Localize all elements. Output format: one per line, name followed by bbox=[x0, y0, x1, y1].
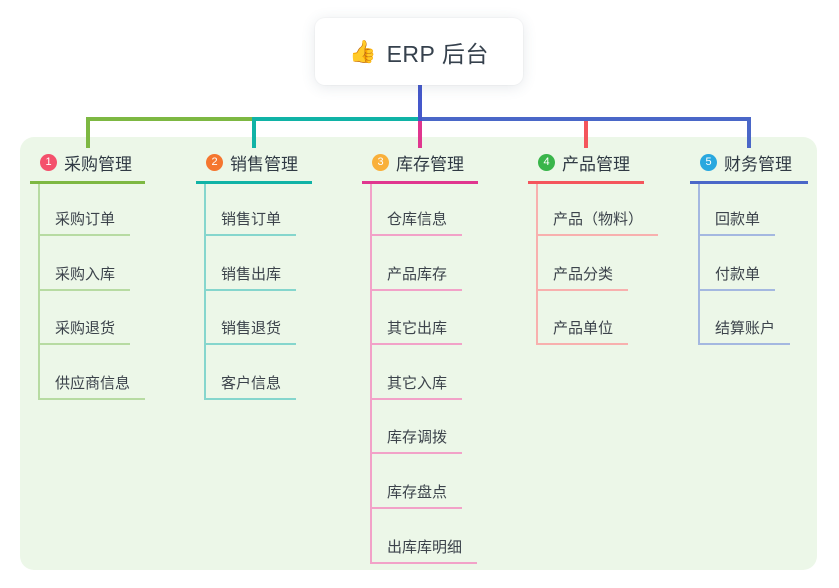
child-label: 结算账户 bbox=[715, 320, 776, 338]
connector-bus-mid bbox=[252, 117, 422, 121]
branch-4: 4 产品管理产品（物料） 产品分类产品单位 bbox=[528, 148, 659, 346]
child-node[interactable]: 产品分类 bbox=[536, 236, 629, 291]
connector-bus-left bbox=[85, 117, 256, 121]
root-label: ERP 后台 bbox=[386, 40, 489, 67]
child-label: 销售退货 bbox=[221, 320, 282, 338]
branch-header-2[interactable]: 2 销售管理 bbox=[196, 148, 312, 184]
branch-header-5[interactable]: 5 财务管理 bbox=[690, 148, 808, 184]
mindmap-panel bbox=[20, 137, 817, 570]
branch-spine bbox=[698, 184, 700, 346]
child-label: 供应商信息 bbox=[55, 374, 131, 392]
connector-bus-right bbox=[418, 117, 751, 121]
branch-label: 采购管理 bbox=[64, 155, 132, 174]
child-label: 回款单 bbox=[715, 211, 761, 228]
root-node[interactable]: 👍 ERP 后台 bbox=[315, 18, 523, 85]
child-node[interactable]: 出库库明细 bbox=[370, 509, 478, 564]
branch-label: 产品管理 bbox=[562, 155, 630, 174]
connector-branch-drop-4 bbox=[584, 117, 588, 148]
branch-children: 销售订单销售出库销售退货客户信息 bbox=[196, 184, 312, 400]
child-label: 其它入库 bbox=[387, 374, 448, 392]
branch-2: 2 销售管理销售订单销售出库销售退货客户信息 bbox=[196, 148, 312, 400]
child-node[interactable]: 其它入库 bbox=[370, 345, 463, 400]
child-label: 产品单位 bbox=[553, 320, 614, 338]
branch-spine bbox=[204, 184, 206, 400]
child-label: 采购退货 bbox=[55, 320, 116, 338]
child-node[interactable]: 库存调拨 bbox=[370, 400, 463, 455]
branch-number-badge: 2 bbox=[206, 154, 223, 171]
branch-number-badge: 4 bbox=[538, 154, 555, 171]
child-label: 付款单 bbox=[715, 265, 761, 283]
child-label: 销售出库 bbox=[221, 265, 282, 283]
branch-children: 采购订单采购入库采购退货供应商信息 bbox=[30, 184, 146, 400]
connector-branch-drop-3 bbox=[418, 117, 422, 148]
child-label: 采购入库 bbox=[55, 265, 116, 283]
child-label: 销售订单 bbox=[221, 211, 282, 228]
branch-label: 财务管理 bbox=[724, 155, 792, 174]
child-label: 采购订单 bbox=[55, 211, 116, 228]
child-node[interactable]: 销售订单 bbox=[204, 184, 297, 236]
child-node[interactable]: 采购入库 bbox=[38, 236, 131, 291]
branch-number-badge: 3 bbox=[372, 154, 389, 171]
child-node[interactable]: 产品（物料） bbox=[536, 184, 659, 236]
child-label: 库存盘点 bbox=[387, 483, 448, 501]
child-node[interactable]: 销售出库 bbox=[204, 236, 297, 291]
branch-children: 回款单付款单结算账户 bbox=[690, 184, 808, 346]
child-node[interactable]: 付款单 bbox=[698, 236, 776, 291]
child-label: 客户信息 bbox=[221, 374, 282, 392]
child-node[interactable]: 采购订单 bbox=[38, 184, 131, 236]
child-label: 仓库信息 bbox=[387, 211, 448, 228]
connector-branch-drop-1 bbox=[85, 117, 90, 148]
child-node[interactable]: 库存盘点 bbox=[370, 454, 463, 509]
child-node[interactable]: 结算账户 bbox=[698, 291, 791, 346]
child-node[interactable]: 仓库信息 bbox=[370, 184, 463, 236]
child-node[interactable]: 采购退货 bbox=[38, 291, 131, 346]
branch-children: 产品（物料） 产品分类产品单位 bbox=[528, 184, 659, 346]
branch-children: 仓库信息产品库存其它出库其它入库库存调拨库存盘点出库库明细 bbox=[362, 184, 478, 564]
child-label: 产品分类 bbox=[553, 265, 614, 283]
child-node[interactable]: 产品单位 bbox=[536, 291, 629, 346]
connector-branch-drop-2 bbox=[252, 117, 256, 148]
child-label: 产品（物料） bbox=[553, 211, 644, 228]
child-node[interactable]: 客户信息 bbox=[204, 345, 297, 400]
child-label: 库存调拨 bbox=[387, 429, 448, 447]
connector-root-drop bbox=[418, 84, 422, 121]
branch-label: 库存管理 bbox=[396, 155, 464, 174]
branch-1: 1 采购管理采购订单采购入库采购退货供应商信息 bbox=[30, 148, 146, 400]
branch-header-3[interactable]: 3 库存管理 bbox=[362, 148, 478, 184]
branch-5: 5 财务管理回款单付款单结算账户 bbox=[690, 148, 808, 346]
thumbs-up-icon: 👍 bbox=[349, 38, 377, 64]
child-label: 出库库明细 bbox=[387, 538, 463, 556]
child-label: 产品库存 bbox=[387, 265, 448, 283]
child-node[interactable]: 产品库存 bbox=[370, 236, 463, 291]
child-node[interactable]: 其它出库 bbox=[370, 291, 463, 346]
branch-header-1[interactable]: 1 采购管理 bbox=[30, 148, 145, 184]
connector-branch-drop-5 bbox=[747, 117, 751, 148]
branch-label: 销售管理 bbox=[230, 155, 298, 174]
branch-spine bbox=[38, 184, 40, 400]
branch-3: 3 库存管理仓库信息产品库存其它出库其它入库库存调拨库存盘点出库库明细 bbox=[362, 148, 478, 564]
branch-number-badge: 1 bbox=[40, 154, 57, 171]
child-node[interactable]: 销售退货 bbox=[204, 291, 297, 346]
branch-header-4[interactable]: 4 产品管理 bbox=[528, 148, 644, 184]
branch-spine bbox=[370, 184, 372, 564]
child-node[interactable]: 回款单 bbox=[698, 184, 776, 236]
child-label: 其它出库 bbox=[387, 320, 448, 338]
branch-spine bbox=[536, 184, 538, 346]
branch-number-badge: 5 bbox=[700, 154, 717, 171]
child-node[interactable]: 供应商信息 bbox=[38, 345, 146, 400]
